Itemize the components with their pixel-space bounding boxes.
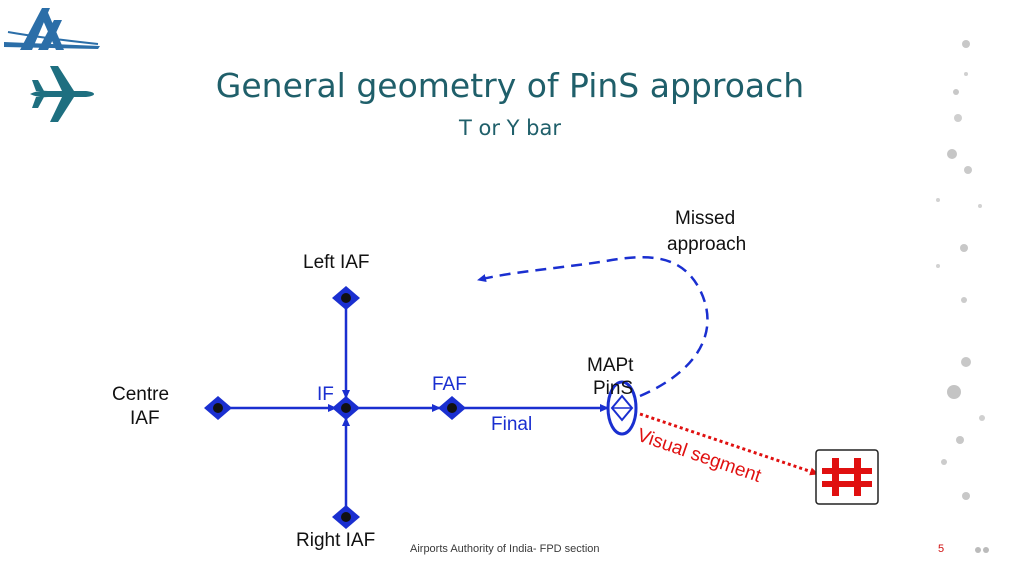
- slide-subtitle: T or Y bar: [459, 116, 561, 140]
- left-iaf-label: Left IAF: [303, 252, 370, 273]
- pins-label: PinS: [593, 378, 633, 399]
- page-number: 5: [938, 543, 945, 555]
- centre-iaf-label-line1: Centre: [112, 384, 169, 405]
- if-label: IF: [317, 384, 334, 405]
- faf-label: FAF: [432, 374, 467, 395]
- right-iaf-fix-icon: [332, 505, 360, 529]
- heliport-icon: [815, 449, 879, 505]
- final-label: Final: [491, 414, 532, 435]
- missed-approach-path: [477, 256, 709, 398]
- if-fix-icon: [332, 396, 360, 420]
- airplane-icon: [30, 66, 94, 122]
- right-iaf-label: Right IAF: [296, 530, 375, 551]
- slide-title: General geometry of PinS approach: [215, 66, 805, 105]
- aai-logo-icon: [4, 8, 100, 50]
- decorative-dots: [936, 40, 989, 553]
- centre-iaf-label-line2: IAF: [130, 408, 160, 429]
- left-iaf-fix-icon: [332, 286, 360, 310]
- missed-approach-label-line1: Missed: [675, 208, 735, 229]
- missed-approach-label-line2: approach: [667, 234, 746, 255]
- faf-fix-icon: [438, 396, 466, 420]
- centre-iaf-fix-icon: [204, 396, 232, 420]
- mapt-label: MAPt: [587, 355, 634, 376]
- footer-text: Airports Authority of India- FPD section: [410, 543, 600, 555]
- mapt-pins-fix-icon: [606, 380, 638, 436]
- visual-segment-line: [639, 412, 819, 476]
